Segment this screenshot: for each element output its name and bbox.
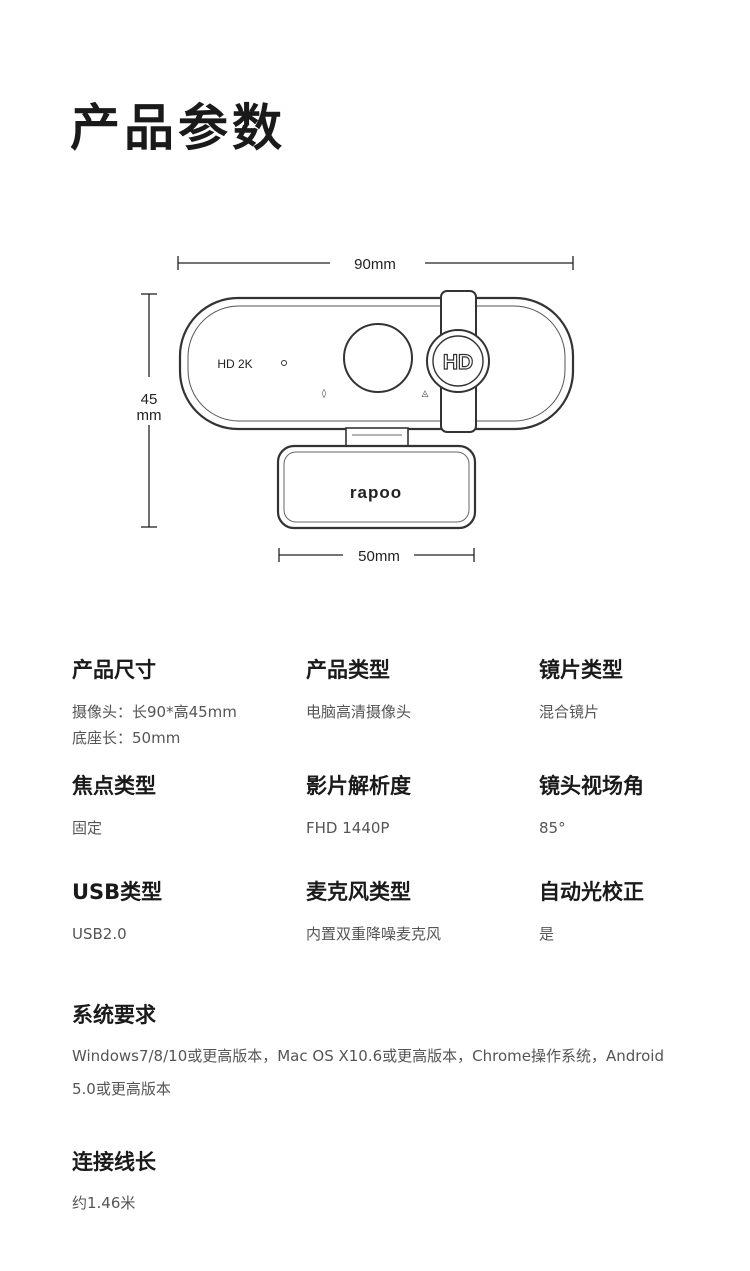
privacy-shutter-knob-inner [432,335,484,387]
spec-value-line: 摄像头：长90*高45mm [72,703,237,722]
spec-value: 是 [539,925,555,944]
mic-right-icon: ◬ [422,389,429,399]
spec-value: 约1.46米 [72,1194,136,1213]
webcam-dimension-diagram: 90mm 45 mm HD 2K ◊ ◬ HD rapoo 50mm [137,256,575,565]
height-label-number: 45 [141,391,158,408]
indicator-light-icon [281,360,287,366]
spec-label: 焦点类型 [72,774,156,798]
width-label: 90mm [354,256,396,273]
privacy-hd-text: HD [443,351,473,374]
model-text: HD 2K [217,357,252,371]
base-dimension [278,548,475,562]
mic-left-icon: ◊ [322,388,327,399]
base-width-label: 50mm [358,548,400,565]
spec-lens-type: 镜片类型 混合镜片 [539,658,750,725]
spec-value: 内置双重降噪麦克风 [306,925,442,944]
spec-value: 摄像头：长90*高45mm 底座长：50mm [72,699,292,751]
spec-cable-length: 连接线长 约1.46米 [72,1150,692,1220]
spec-label: 连接线长 [72,1150,156,1174]
page-title: 产品参数 [70,99,286,157]
spec-value: 固定 [72,819,103,838]
spec-auto-light-correction: 自动光校正 是 [539,880,750,947]
spec-microphone-type: 麦克风类型 内置双重降噪麦克风 [306,880,526,947]
camera-body-inner [187,305,566,422]
spec-usb-type: USB类型 USB2.0 [72,880,292,947]
spec-label: 影片解析度 [306,774,411,798]
spec-label: 产品尺寸 [72,658,156,682]
spec-label: 产品类型 [306,658,390,682]
spec-value: 混合镜片 [539,703,600,722]
spec-label: 自动光校正 [539,880,644,904]
spec-value: FHD 1440P [306,819,390,838]
height-dimension [141,293,157,528]
spec-value-line: 底座长：50mm [72,729,181,748]
width-dimension [177,256,574,270]
spec-field-of-view: 镜头视场角 85° [539,774,750,841]
spec-product-size: 产品尺寸 摄像头：长90*高45mm 底座长：50mm [72,658,292,751]
spec-focus-type: 焦点类型 固定 [72,774,292,841]
camera-base-inner [283,451,470,523]
spec-system-requirements: 系统要求 Windows7/8/10或更高版本，Mac OS X10.6或更高版… [72,1003,692,1106]
spec-value: 85° [539,819,566,838]
spec-label: 麦克风类型 [306,880,411,904]
spec-label: USB类型 [72,880,163,904]
spec-label: 镜片类型 [539,658,623,682]
lens-icon [343,323,413,393]
spec-value: USB2.0 [72,925,127,944]
camera-base [276,444,477,530]
brand-logo: rapoo [350,483,402,502]
spec-product-type: 产品类型 电脑高清摄像头 [306,658,526,725]
spec-value: Windows7/8/10或更高版本，Mac OS X10.6或更高版本，Chr… [72,1047,664,1099]
spec-label: 镜头视场角 [539,774,644,798]
spec-value: 电脑高清摄像头 [306,703,412,722]
spec-resolution: 影片解析度 FHD 1440P [306,774,526,841]
spec-label: 系统要求 [72,1003,156,1027]
height-label-unit: mm [137,407,162,424]
